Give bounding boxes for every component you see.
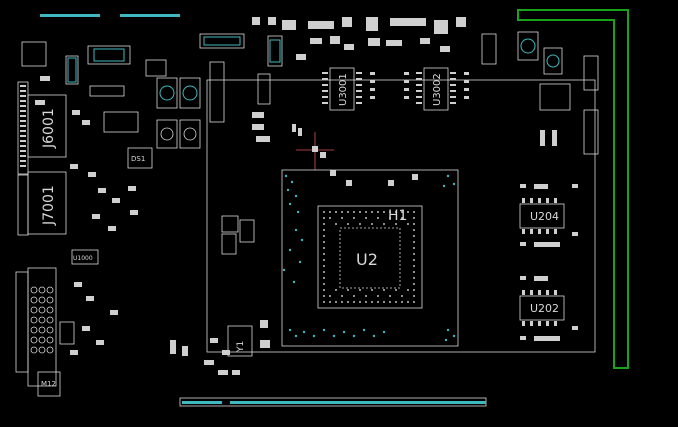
label-ds1: DS1 [131, 155, 145, 163]
chip-u204[interactable]: U204 [519, 198, 565, 234]
connector-j6001[interactable]: J6001 [17, 81, 67, 175]
label-u202: U202 [530, 302, 559, 315]
capacitor-row-top [156, 31, 599, 155]
label-u204: U204 [530, 210, 559, 223]
memory-chip-u3001[interactable]: U3001 [322, 67, 362, 111]
label-u2: U2 [356, 250, 378, 269]
label-j7001: J7001 [41, 185, 57, 226]
crystal-y1[interactable]: Y1 [227, 325, 253, 357]
bottom-edge-connector[interactable] [179, 397, 487, 407]
label-y1: Y1 [236, 341, 246, 353]
label-u1000: U1000 [73, 255, 93, 262]
label-h1: H1 [388, 208, 407, 224]
small-parts-near-cursor [292, 124, 418, 186]
connector-bottom-left[interactable]: M12 [15, 267, 61, 397]
pad-columns-memory [370, 72, 469, 99]
memory-chip-u3002[interactable]: U3002 [416, 67, 456, 111]
board-outline-green [517, 9, 629, 369]
top-small-parts [252, 17, 466, 60]
label-u3002: U3002 [432, 73, 443, 106]
top-edge-strips [40, 14, 180, 17]
via-field [282, 174, 456, 342]
bga-u2[interactable]: U2 H1 [281, 169, 459, 347]
right-small-parts [520, 130, 578, 341]
label-j6001: J6001 [41, 108, 57, 149]
connector-j7001[interactable]: J7001 [17, 171, 67, 236]
main-board-outline [206, 79, 596, 353]
board-left-parts [170, 112, 270, 375]
chip-u202[interactable]: U202 [519, 290, 565, 326]
label-u3001: U3001 [338, 73, 349, 106]
left-component-cluster: DS1 U1000 [21, 41, 167, 355]
label-m12: M12 [41, 380, 56, 388]
